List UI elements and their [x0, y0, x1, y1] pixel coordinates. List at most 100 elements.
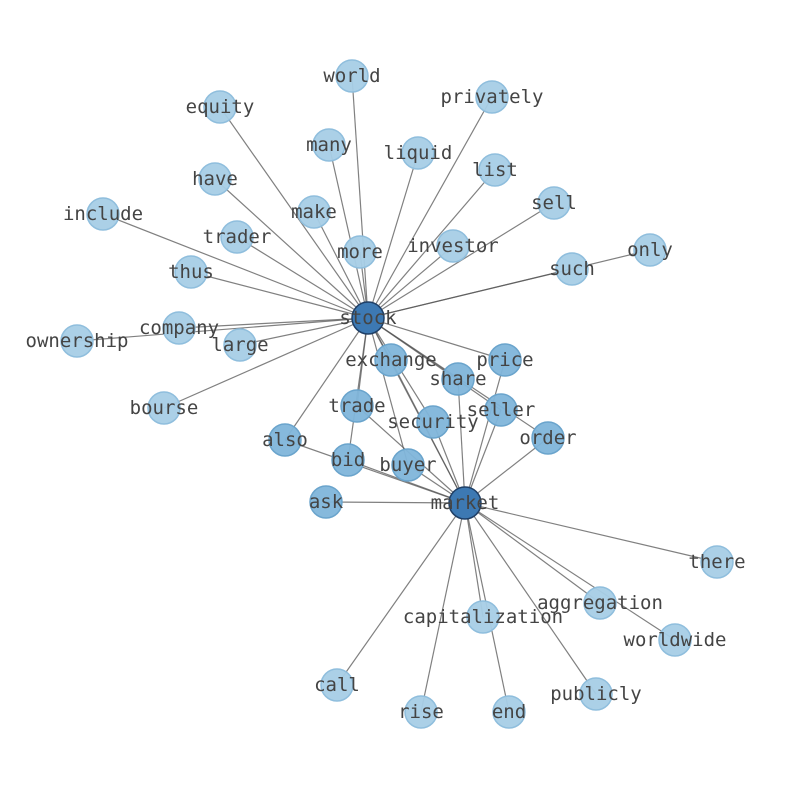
node-bid [331, 443, 365, 477]
node-equity [203, 90, 237, 124]
node-label-call: call [314, 674, 360, 696]
node-label-have: have [192, 168, 238, 190]
edge-market-worldwide [464, 502, 676, 641]
edge-stock-bid [347, 317, 369, 461]
node-label-large: large [211, 334, 268, 356]
node-share [441, 362, 475, 396]
node-label-order: order [519, 427, 576, 449]
node-label-stock: stock [339, 307, 397, 329]
edge-market-call [336, 502, 466, 686]
node-buyer [391, 448, 425, 482]
edge-stock-make [313, 211, 369, 319]
node-label-seller: seller [467, 399, 536, 421]
edge-stock-equity [219, 106, 369, 319]
edge-stock-large [239, 317, 369, 346]
node-ownership [60, 324, 94, 358]
node-label-also: also [262, 429, 308, 451]
node-list [478, 153, 512, 187]
node-label-ownership: ownership [26, 330, 129, 352]
edge-market-aggregation [464, 502, 601, 604]
node-company [162, 311, 196, 345]
edge-market-publicly [464, 502, 597, 695]
edge-market-share [457, 378, 466, 504]
node-label-exchange: exchange [345, 349, 437, 371]
node-ask [309, 485, 343, 519]
node-label-trader: trader [203, 226, 272, 248]
node-label-price: price [476, 349, 533, 371]
edge-stock-price [367, 317, 506, 361]
node-label-list: list [472, 159, 518, 181]
node-capitalization [466, 600, 500, 634]
node-label-share: share [429, 368, 486, 390]
node-label-sell: sell [531, 192, 577, 214]
node-label-end: end [492, 701, 526, 723]
edge-market-capitalization [464, 502, 484, 618]
node-label-liquid: liquid [384, 142, 453, 164]
node-trader [220, 220, 254, 254]
node-label-privately: privately [441, 86, 544, 108]
edge-stock-such [367, 268, 573, 319]
nodes-layer [60, 59, 734, 729]
node-market [448, 486, 482, 520]
edge-stock-thus [190, 271, 369, 319]
edge-stock-many [328, 144, 369, 319]
node-label-such: such [549, 258, 595, 280]
node-label-more: more [337, 241, 383, 263]
node-exchange [374, 343, 408, 377]
node-seller [484, 393, 518, 427]
node-label-buyer: buyer [379, 454, 436, 476]
node-label-many: many [306, 134, 352, 156]
node-label-aggregation: aggregation [537, 592, 663, 614]
node-world [335, 59, 369, 93]
edge-stock-ownership [76, 317, 369, 342]
node-label-ask: ask [309, 491, 344, 513]
node-many [312, 128, 346, 162]
node-label-publicly: publicly [550, 683, 642, 705]
node-call [320, 668, 354, 702]
node-bourse [147, 391, 181, 425]
edge-stock-investor [367, 245, 454, 319]
node-aggregation [583, 586, 617, 620]
edge-market-price [464, 359, 506, 504]
node-investor [436, 229, 470, 263]
edge-stock-buyer [367, 317, 409, 466]
node-such [555, 252, 589, 286]
node-label-capitalization: capitalization [403, 606, 563, 628]
node-privately [475, 80, 509, 114]
node-make [297, 195, 331, 229]
node-label-trade: trade [328, 395, 385, 417]
node-label-security: security [387, 411, 479, 433]
node-label-make: make [291, 201, 337, 223]
node-label-only: only [627, 239, 673, 261]
node-label-company: company [139, 317, 219, 339]
edge-stock-bourse [163, 317, 369, 409]
node-label-bid: bid [331, 449, 365, 471]
node-include [86, 197, 120, 231]
node-more [343, 235, 377, 269]
edge-stock-trader [236, 236, 369, 319]
node-label-include: include [63, 203, 143, 225]
edge-stock-include [102, 213, 369, 319]
node-label-market: market [431, 492, 500, 514]
edge-market-order [464, 437, 549, 504]
node-there [700, 545, 734, 579]
edge-market-ask [325, 501, 466, 504]
node-rise [404, 695, 438, 729]
node-order [531, 421, 565, 455]
edge-market-there [464, 502, 718, 563]
node-trade [340, 389, 374, 423]
node-label-bourse: bourse [130, 397, 199, 419]
node-end [492, 695, 526, 729]
edge-stock-have [214, 178, 369, 319]
node-label-investor: investor [407, 235, 499, 257]
edge-stock-also [284, 317, 369, 441]
node-worldwide [658, 623, 692, 657]
node-thus [174, 255, 208, 289]
node-label-there: there [688, 551, 745, 573]
node-label-world: world [323, 65, 380, 87]
edges-layer [76, 75, 718, 713]
edge-stock-company [178, 317, 369, 329]
node-sell [537, 186, 571, 220]
